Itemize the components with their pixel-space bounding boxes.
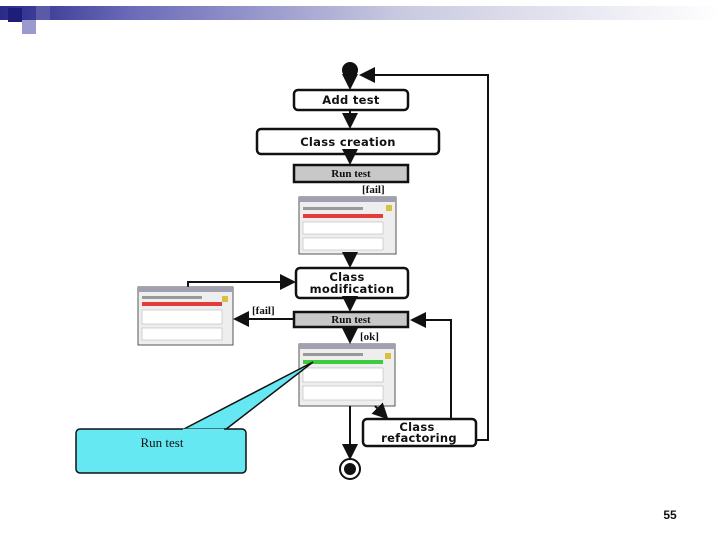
junit-screenshot-ok xyxy=(298,343,396,407)
run-test-node-1 xyxy=(292,163,410,184)
guard-fail-2: [fail] xyxy=(252,305,275,317)
run-test-label-2: Run test xyxy=(331,314,371,326)
class-refactoring-node xyxy=(361,417,478,448)
corner-square-light xyxy=(22,20,36,34)
page-number: 55 xyxy=(663,508,677,522)
junit-screenshot-fail-2 xyxy=(137,286,234,346)
guard-ok: [ok] xyxy=(360,331,379,343)
corner-square-mid xyxy=(36,6,50,20)
corner-square-dark xyxy=(8,8,22,22)
class-modification-label-1: Class xyxy=(329,270,364,284)
title-band xyxy=(0,6,720,20)
run-test-callout: Run test xyxy=(75,361,314,474)
run-test-label-1: Run test xyxy=(331,168,371,180)
add-test-label: Add test xyxy=(322,93,380,107)
junit-screenshot-fail-1 xyxy=(298,196,397,255)
class-modification-label-2: modification xyxy=(310,282,395,296)
start-node xyxy=(342,62,358,78)
class-refactoring-label-1: Class xyxy=(399,420,434,434)
callout-label: Run test xyxy=(141,435,184,450)
class-creation-label: Class creation xyxy=(300,135,396,149)
class-refactoring-label-2: refactoring xyxy=(381,431,457,445)
end-node-inner xyxy=(344,463,356,475)
guard-fail-1: [fail] xyxy=(362,184,385,196)
